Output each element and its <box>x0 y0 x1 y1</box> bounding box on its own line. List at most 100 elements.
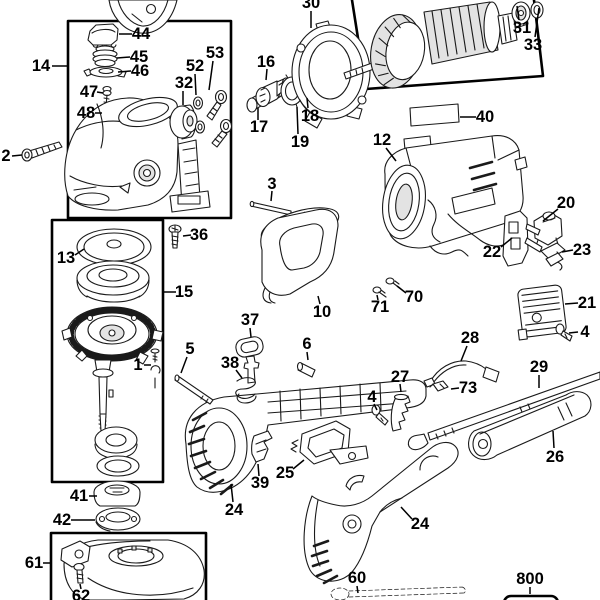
part-24-clamshell-left <box>184 379 427 496</box>
part-label-20: 20 <box>557 194 575 212</box>
part-label-46: 46 <box>131 62 149 80</box>
leader-line-24 <box>230 483 234 503</box>
part-62-clamp-screw <box>73 562 85 584</box>
leader-line-13 <box>74 248 85 256</box>
part-label-40: 40 <box>476 108 494 126</box>
part-label-36: 36 <box>190 226 208 244</box>
part-label-45: 45 <box>130 48 148 66</box>
leader-line-38 <box>235 369 243 379</box>
part-37-lock-button <box>235 336 264 384</box>
leader-line-12 <box>385 147 397 162</box>
part-25-switch-module <box>290 420 369 465</box>
part-label-71: 71 <box>371 298 389 316</box>
part-label-31: 31 <box>513 19 531 37</box>
part-26-side-handle <box>468 391 592 461</box>
part-30-baffle-plate <box>291 20 371 129</box>
part-label-29: 29 <box>530 358 548 376</box>
part-33-washer <box>530 1 544 19</box>
part-label-60: 60 <box>348 569 366 587</box>
part-5-pin <box>174 374 214 405</box>
part-label-15: 15 <box>175 283 193 301</box>
part-label-73: 73 <box>459 379 477 397</box>
leader-line-3 <box>270 190 273 202</box>
part-label-44: 44 <box>132 25 151 43</box>
leader-line-73 <box>450 387 460 390</box>
part-label-39: 39 <box>251 474 269 492</box>
leader-line-36 <box>182 234 192 237</box>
assembly-box-guard <box>49 531 208 600</box>
part-label-61: 61 <box>25 554 43 572</box>
leader-line-19 <box>296 106 299 135</box>
part-71-screw <box>372 286 387 298</box>
leader-line-60 <box>356 585 359 594</box>
leader-line-70 <box>396 285 407 294</box>
part-label-4: 4 <box>367 388 377 406</box>
part-2-bolt <box>21 141 63 162</box>
part-label-24: 24 <box>411 515 430 533</box>
part-label-800: 800 <box>516 570 544 588</box>
part-label-41: 41 <box>70 487 88 505</box>
part-label-1: 1 <box>133 356 142 374</box>
part-label-37: 37 <box>241 311 259 329</box>
parts-artwork <box>21 0 600 600</box>
part-label-62: 62 <box>72 587 90 600</box>
part-label-5: 5 <box>185 340 194 358</box>
part-53-screw <box>206 89 228 121</box>
part-label-22: 22 <box>483 243 501 261</box>
leader-line-26 <box>552 430 555 449</box>
leader-line-27 <box>399 383 402 393</box>
part-39-boot <box>251 430 273 463</box>
part-45-brush-spring <box>92 45 118 68</box>
leader-line-52 <box>194 73 197 96</box>
part-label-25: 25 <box>276 464 294 482</box>
part-label-26: 26 <box>546 448 564 466</box>
leader-line-18 <box>306 97 309 109</box>
part-label-14: 14 <box>32 57 51 75</box>
leader-line-22 <box>500 237 513 248</box>
part-73-clip <box>429 380 449 392</box>
part-label-19: 19 <box>291 133 309 151</box>
leader-line-10 <box>317 295 321 305</box>
leader-line-4 <box>373 403 378 411</box>
part-27-cord-protector <box>390 393 411 432</box>
part-label-12: 12 <box>373 131 391 149</box>
part-label-47: 47 <box>80 83 98 101</box>
part-24-clamshell-right <box>303 441 459 585</box>
leader-line-16 <box>265 68 268 81</box>
part-42-inner-flange <box>95 507 141 532</box>
part-label-13: 13 <box>57 249 75 267</box>
leader-line-33 <box>534 7 540 38</box>
leader-line-46 <box>117 70 132 73</box>
leader-line-71 <box>376 294 379 301</box>
part-label-30: 30 <box>302 0 320 12</box>
part-label-32: 32 <box>175 74 193 92</box>
part-label-38: 38 <box>221 354 239 372</box>
part-label-16: 16 <box>257 53 275 71</box>
leader-line-2 <box>11 154 23 157</box>
part-22-brush-holder <box>502 210 543 267</box>
part-46-plate <box>83 66 127 78</box>
leader-line-20 <box>542 208 559 222</box>
leader-line-21 <box>564 302 579 305</box>
part-label-70: 70 <box>405 288 423 306</box>
part-label-10: 10 <box>313 303 331 321</box>
part-12-field-housing <box>382 135 528 257</box>
part-23-carbon-brush <box>540 242 566 271</box>
part-label-3: 3 <box>267 175 276 193</box>
part-clutch-discs <box>76 260 150 303</box>
leader-line-4 <box>568 331 579 334</box>
leader-line-5 <box>180 356 188 374</box>
leader-line-62 <box>79 583 82 590</box>
part-21-baffle <box>517 284 567 341</box>
part-gear-assembly <box>61 306 164 365</box>
leader-line-45 <box>116 56 131 59</box>
part-label-28: 28 <box>461 329 479 347</box>
part-label-27: 27 <box>391 368 409 386</box>
leader-line-28 <box>460 345 468 362</box>
leader-line-53 <box>208 60 214 91</box>
part-washers <box>192 96 206 134</box>
part-800-kit-box <box>503 594 559 600</box>
part-10-field-coil <box>260 207 340 304</box>
